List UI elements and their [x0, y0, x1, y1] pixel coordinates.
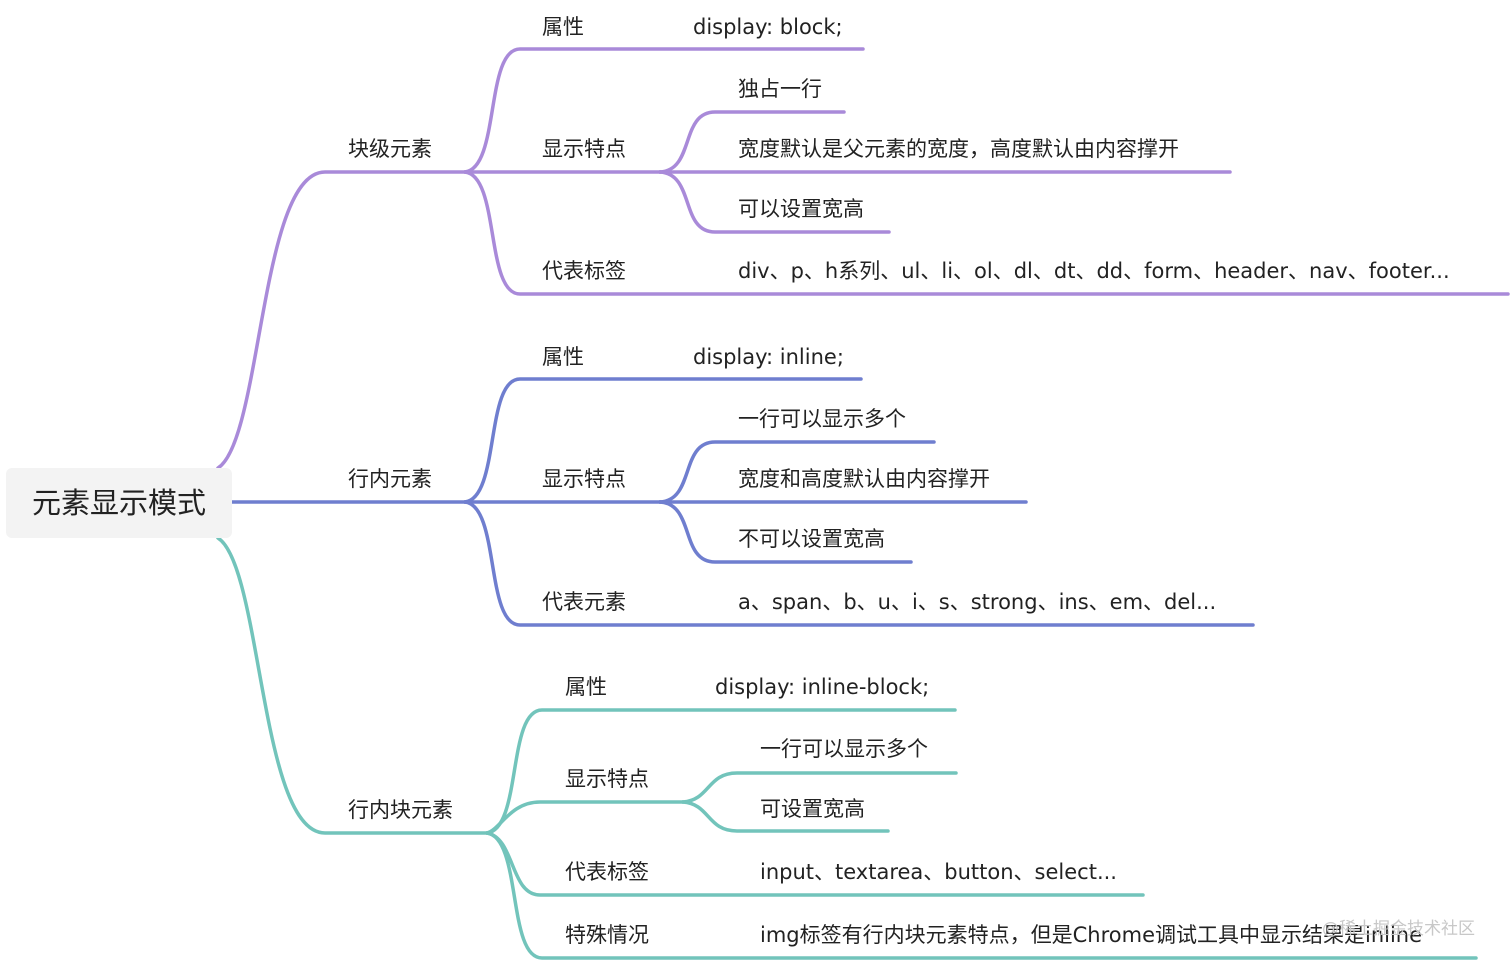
inline-feature-node[interactable]: 显示特点	[542, 467, 626, 491]
inline-attr-value[interactable]: display: inline;	[693, 345, 844, 369]
edge-block-tags	[463, 170, 1510, 296]
inline-tags-value[interactable]: a、span、b、u、i、s、strong、ins、em、del...	[738, 590, 1217, 614]
block-feature-2[interactable]: 宽度默认是父元素的宽度，高度默认由内容撑开	[738, 137, 1179, 161]
edge-inline-feature-3	[658, 500, 913, 564]
inline-feature-2[interactable]: 宽度和高度默认由内容撑开	[738, 467, 990, 491]
edge-root-block	[216, 170, 467, 470]
edge-block-feature-3	[658, 170, 891, 234]
block-attr-node[interactable]: 属性	[542, 15, 584, 39]
block-attr-value[interactable]: display: block;	[693, 15, 843, 39]
ib-attr-node[interactable]: 属性	[565, 675, 607, 699]
block-feature-node[interactable]: 显示特点	[542, 137, 626, 161]
edge-block-feature-1	[658, 110, 846, 174]
ib-special-value[interactable]: img标签有行内块元素特点，但是Chrome调试工具中显示结果是inline	[760, 923, 1423, 947]
edge-inline-attr	[463, 377, 863, 504]
ib-feature-node[interactable]: 显示特点	[565, 767, 649, 791]
inline-elements-node[interactable]: 行内元素	[348, 467, 432, 491]
block-tags-value[interactable]: div、p、h系列、ul、li、ol、dl、dt、dd、form、header、…	[738, 259, 1450, 283]
inline-tags-node[interactable]: 代表元素	[542, 590, 626, 614]
edge-ib-special	[485, 831, 1478, 960]
edge-inline-feature-1	[658, 440, 936, 504]
inline-attr-node[interactable]: 属性	[542, 345, 584, 369]
ib-tags-node[interactable]: 代表标签	[565, 860, 649, 884]
edge-ib-feature-2	[681, 800, 890, 833]
inline-feature-1[interactable]: 一行可以显示多个	[738, 407, 906, 431]
inline-block-elements-node[interactable]: 行内块元素	[348, 798, 453, 822]
block-tags-node[interactable]: 代表标签	[542, 259, 626, 283]
ib-attr-value[interactable]: display: inline-block;	[715, 675, 930, 699]
ib-tags-value[interactable]: input、textarea、button、select...	[760, 860, 1117, 884]
root-node[interactable]	[6, 468, 232, 538]
root-node-label: 元素显示模式	[31, 486, 206, 520]
block-feature-3[interactable]: 可以设置宽高	[738, 197, 864, 221]
ib-feature-2[interactable]: 可设置宽高	[760, 797, 865, 821]
edge-root-inline-block	[216, 536, 489, 835]
inline-feature-3[interactable]: 不可以设置宽高	[738, 527, 885, 551]
ib-special-node[interactable]: 特殊情况	[565, 923, 649, 947]
edge-inline-tags	[463, 500, 1255, 627]
edge-ib-feature	[485, 800, 685, 835]
edge-ib-feature-1	[681, 771, 958, 804]
block-feature-1[interactable]: 独占一行	[738, 77, 822, 101]
watermark: @稀土掘金技术社区	[1322, 919, 1475, 939]
ib-feature-1[interactable]: 一行可以显示多个	[760, 737, 928, 761]
block-elements-node[interactable]: 块级元素	[348, 137, 432, 161]
edge-block-attr	[463, 47, 865, 174]
